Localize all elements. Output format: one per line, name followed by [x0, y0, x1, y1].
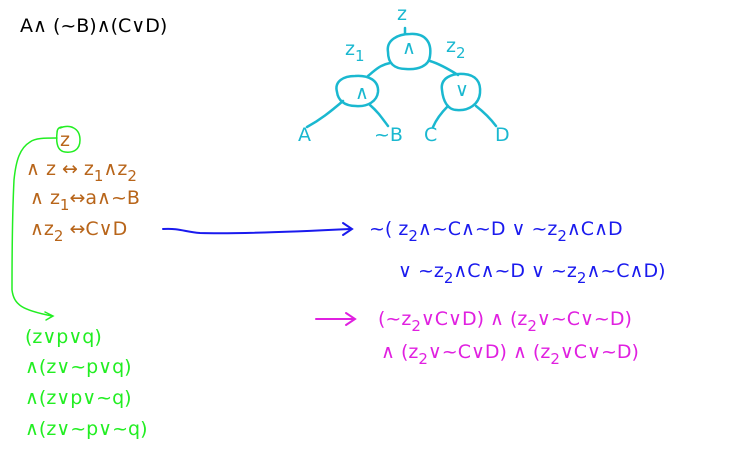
green-arrow	[11, 125, 81, 321]
left-node-circle	[335, 74, 380, 108]
leaf-not-b: ~B	[374, 124, 403, 146]
green-clause-4: ∧(z∨~p∨~q)	[25, 418, 148, 440]
root-op-label: ∧	[402, 37, 416, 59]
tree-root-label: z	[397, 3, 407, 25]
cnf-line-1: (~z2∨C∨D) ∧ (z2∨~C∨~D)	[378, 308, 632, 335]
cnf-line-2: ∧ (z2∨~C∨D) ∧ (z2∨C∨~D)	[381, 341, 639, 368]
right-node-circle	[440, 72, 482, 112]
original-formula: A∧ (~B)∧(C∨D)	[20, 15, 168, 37]
leaf-a: A	[298, 124, 311, 146]
z2-label: z2	[446, 35, 466, 62]
root-node-circle	[386, 32, 432, 71]
green-clause-2: ∧(z∨~p∨q)	[25, 356, 132, 378]
magenta-arrow	[315, 312, 357, 326]
green-circle	[55, 125, 81, 153]
parse-tree-graph	[305, 26, 498, 129]
expansion-line-1: ~( z2∧~C∧~D ∨ ~z2∧C∧D	[369, 218, 623, 245]
green-clause-3: ∧(z∨p∨~q)	[25, 387, 132, 409]
clause-start-z: z	[60, 129, 70, 151]
leaf-c: C	[424, 124, 438, 146]
left-op-label: ∧	[355, 82, 369, 104]
clause-line-1: ∧ z ↔ z1∧z2	[26, 158, 137, 185]
z1-label: z1	[345, 38, 365, 65]
blue-arrow	[162, 222, 354, 236]
leaf-d: D	[495, 124, 510, 146]
clause-line-2: ∧ z1↔a∧~B	[30, 187, 140, 214]
expansion-line-2: ∨ ~z2∧C∧~D ∨ ~z2∧~C∧D)	[398, 260, 666, 287]
right-op-label: ∨	[455, 79, 469, 101]
clause-line-3: ∧z2 ↔C∨D	[30, 218, 128, 245]
green-clause-1: (z∨p∨q)	[25, 326, 102, 348]
